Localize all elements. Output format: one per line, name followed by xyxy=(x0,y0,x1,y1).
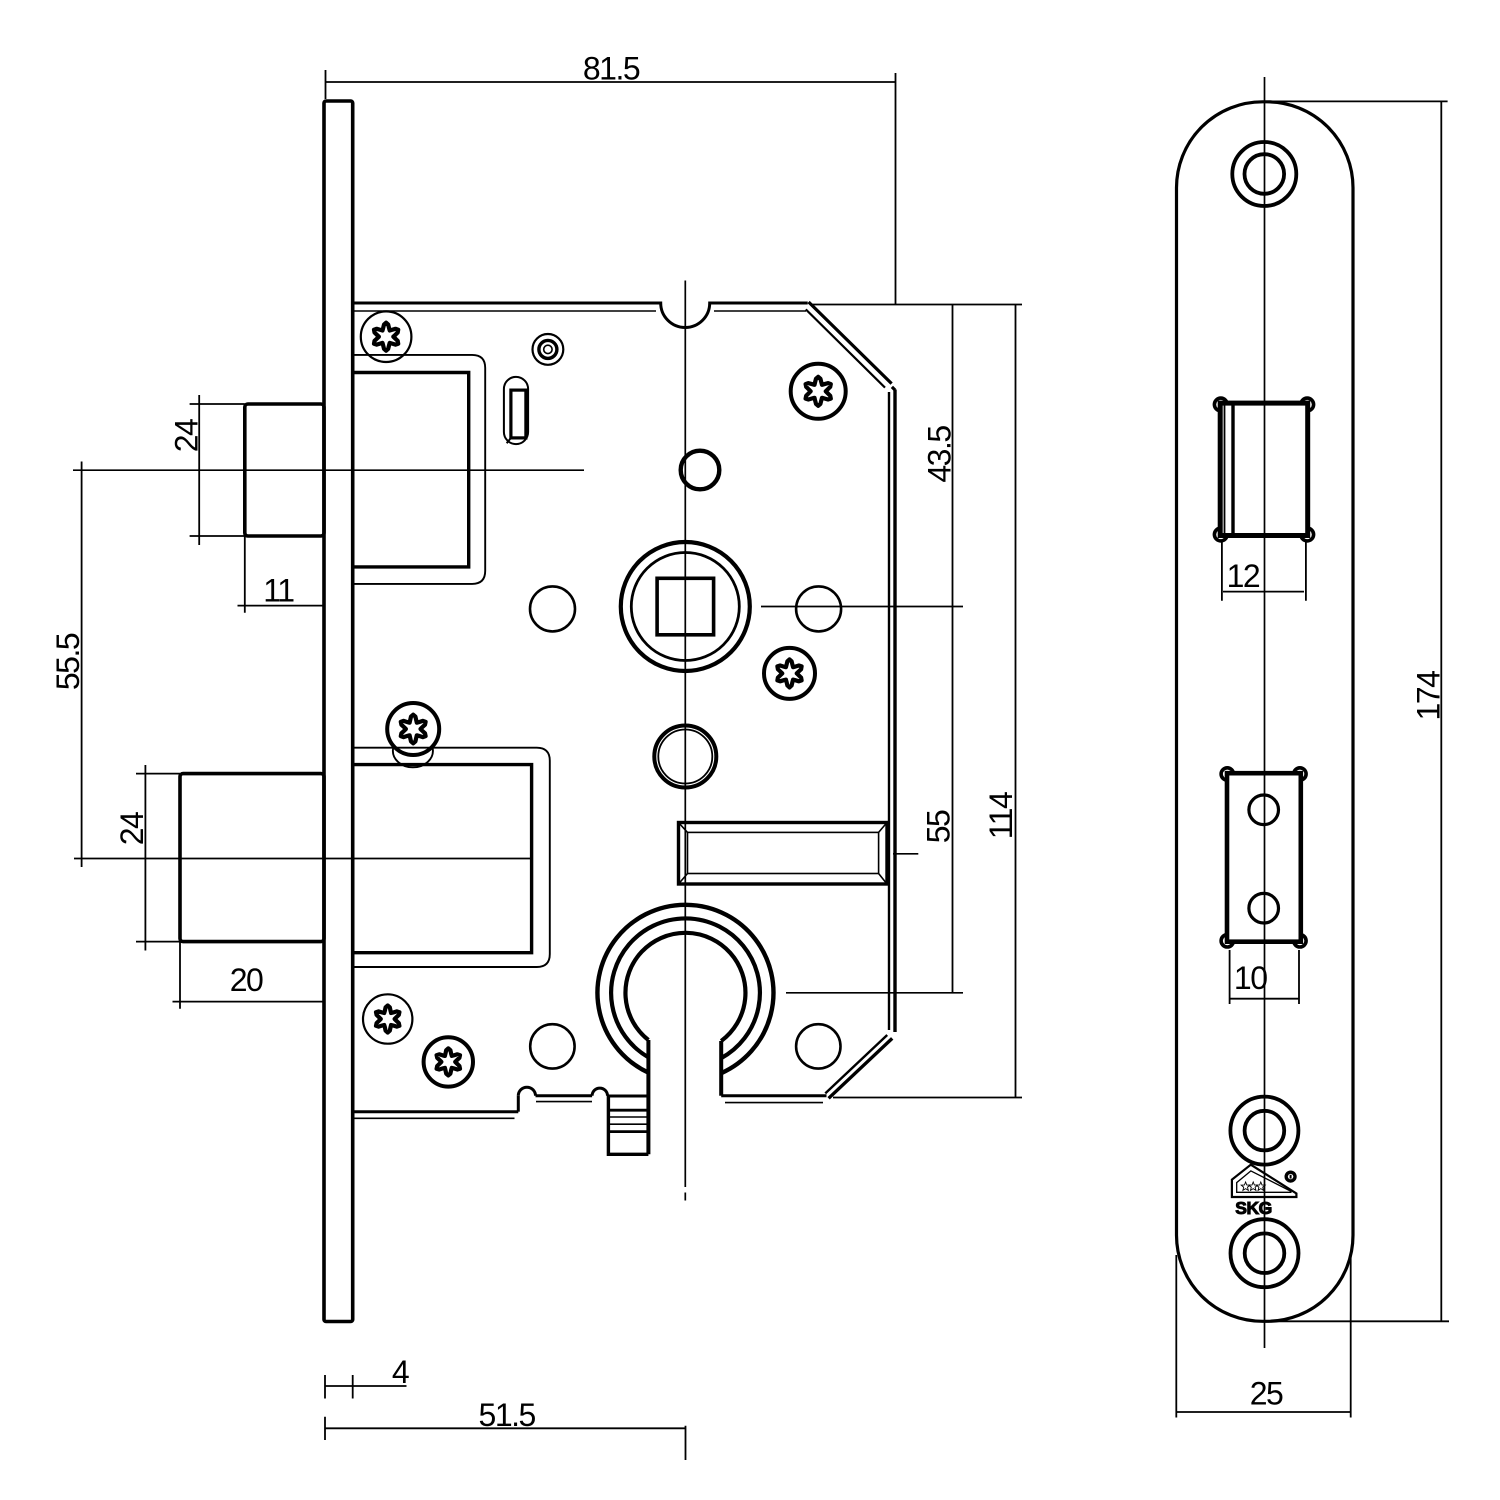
svg-text:20: 20 xyxy=(230,962,263,998)
svg-text:55.5: 55.5 xyxy=(50,633,86,690)
svg-text:43.5: 43.5 xyxy=(922,426,958,483)
svg-text:SKG: SKG xyxy=(1235,1198,1271,1218)
svg-text:24: 24 xyxy=(169,419,205,452)
svg-text:11: 11 xyxy=(263,573,294,609)
svg-text:4: 4 xyxy=(392,1354,409,1390)
svg-text:10: 10 xyxy=(1234,960,1267,996)
svg-text:55: 55 xyxy=(921,810,957,843)
svg-text:25: 25 xyxy=(1250,1376,1283,1412)
svg-text:114: 114 xyxy=(983,792,1019,839)
svg-text:12: 12 xyxy=(1227,558,1260,594)
svg-text:51.5: 51.5 xyxy=(479,1397,536,1433)
svg-text:81.5: 81.5 xyxy=(583,51,640,87)
svg-text:24: 24 xyxy=(114,812,150,845)
svg-text:174: 174 xyxy=(1411,671,1447,721)
